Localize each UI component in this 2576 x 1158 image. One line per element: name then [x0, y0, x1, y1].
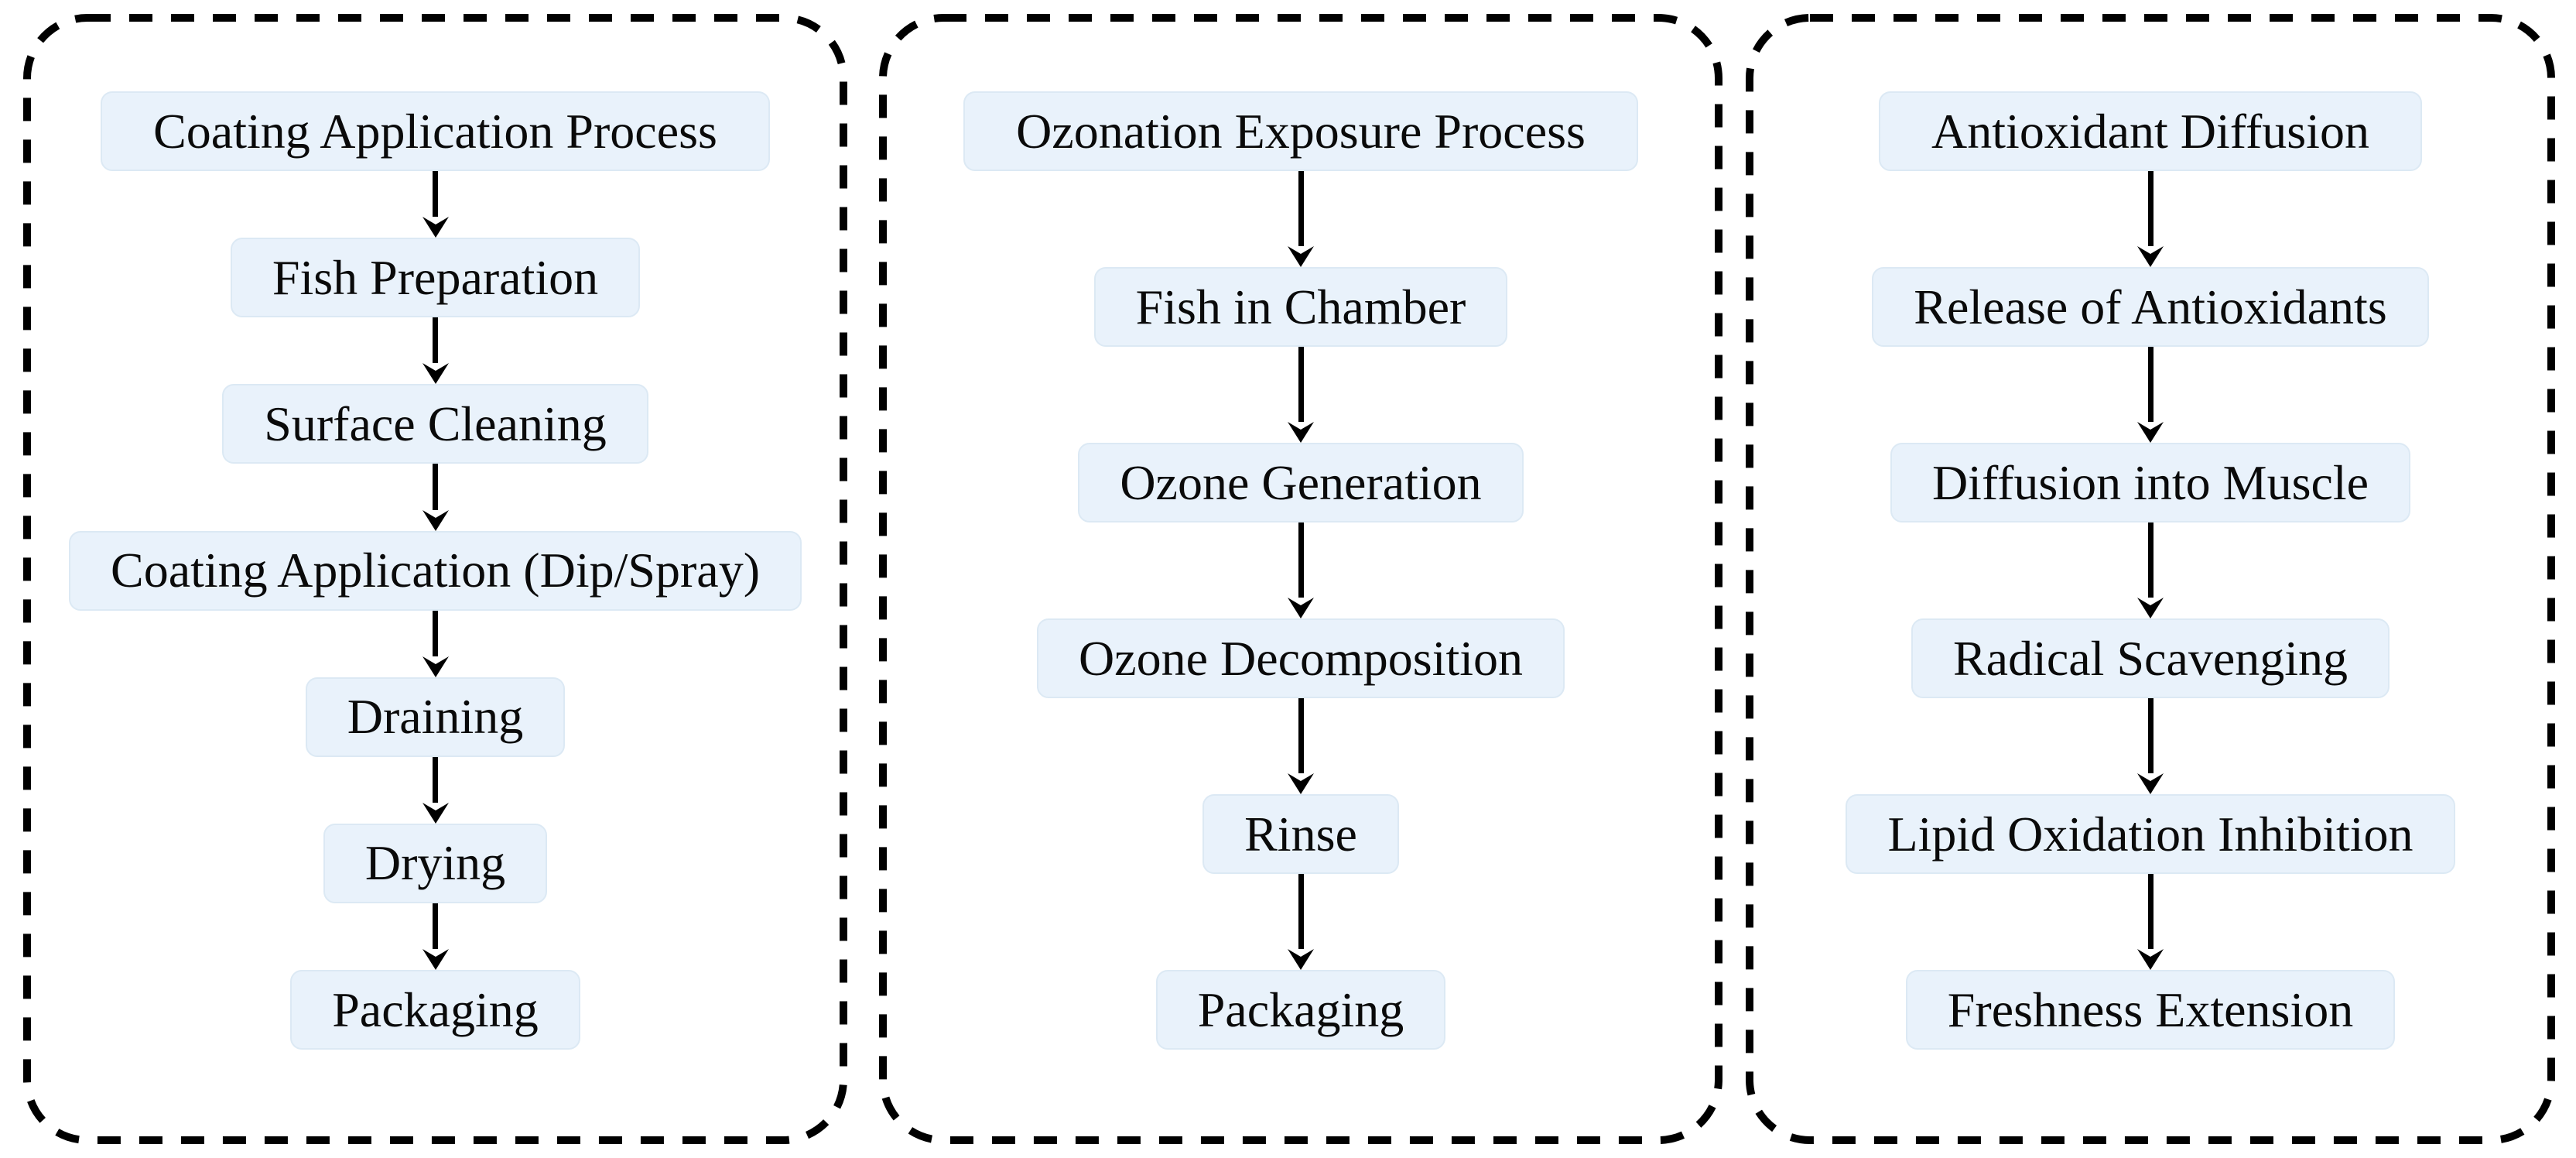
- arrow-head: [422, 802, 449, 824]
- down-arrow-icon: [2135, 874, 2166, 970]
- arrow-shaft: [2147, 522, 2154, 598]
- down-arrow-icon: [1285, 347, 1316, 443]
- down-arrow-icon: [2135, 698, 2166, 794]
- down-arrow-icon: [1285, 698, 1316, 794]
- flow-step-box: Packaging: [290, 970, 580, 1050]
- flow-title-box: Ozonation Exposure Process: [963, 91, 1638, 171]
- flow-step-box: Radical Scavenging: [1911, 618, 2390, 698]
- arrow-head: [422, 949, 449, 971]
- arrow-head: [1288, 598, 1314, 618]
- down-arrow-icon: [420, 756, 451, 824]
- arrow-head: [2137, 246, 2164, 267]
- flow-step-box: Release of Antioxidants: [1872, 267, 2429, 347]
- flow-step-box: Draining: [305, 677, 566, 757]
- arrow-shaft: [2147, 171, 2154, 246]
- flow-step-box: Lipid Oxidation Inhibition: [1846, 794, 2455, 874]
- flow-step-box: Fish Preparation: [230, 238, 641, 318]
- arrow-head: [1288, 773, 1314, 794]
- arrow-shaft: [433, 756, 438, 803]
- arrow-head: [1288, 246, 1314, 267]
- down-arrow-icon: [1285, 522, 1316, 618]
- arrow-head: [2137, 422, 2164, 443]
- flow-step-box: Surface Cleaning: [222, 384, 648, 464]
- arrow-head: [1288, 949, 1314, 970]
- flow-title-box: Antioxidant Diffusion: [1879, 91, 2422, 171]
- flow-step-box: Rinse: [1202, 794, 1399, 874]
- down-arrow-icon: [2135, 522, 2166, 618]
- flow-step-box: Ozone Generation: [1078, 443, 1524, 522]
- flow-step-box: Ozone Decomposition: [1036, 618, 1565, 698]
- down-arrow-icon: [420, 610, 451, 677]
- arrow-shaft: [433, 464, 438, 510]
- arrow-shaft: [1298, 347, 1304, 422]
- flow-step-box: Fish in Chamber: [1093, 267, 1508, 347]
- arrow-shaft: [433, 317, 438, 364]
- flow-step-box: Packaging: [1155, 970, 1446, 1050]
- arrow-shaft: [1298, 522, 1304, 598]
- panel-dashed-border: [23, 14, 847, 1144]
- down-arrow-icon: [1285, 874, 1316, 970]
- arrow-head: [1288, 422, 1314, 443]
- arrow-head: [2137, 598, 2164, 618]
- arrow-head: [422, 509, 449, 531]
- panel-dashed-border: [879, 14, 1722, 1144]
- down-arrow-icon: [420, 903, 451, 971]
- down-arrow-icon: [1285, 171, 1316, 267]
- down-arrow-icon: [420, 317, 451, 385]
- arrow-shaft: [433, 171, 438, 218]
- flow-step-box: Diffusion into Muscle: [1890, 443, 2411, 522]
- arrow-head: [422, 363, 449, 385]
- arrow-head: [2137, 773, 2164, 794]
- arrow-shaft: [2147, 874, 2154, 949]
- arrow-head: [422, 217, 449, 238]
- flow-step-box: Drying: [323, 823, 548, 903]
- arrow-head: [2137, 949, 2164, 970]
- down-arrow-icon: [2135, 171, 2166, 267]
- flow-step-box: Coating Application (Dip/Spray): [69, 530, 802, 611]
- arrow-shaft: [2147, 698, 2154, 773]
- arrow-shaft: [1298, 874, 1304, 949]
- panel-dashed-border: [1746, 14, 2555, 1144]
- flow-step-box: Freshness Extension: [1905, 970, 2396, 1050]
- arrow-shaft: [1298, 698, 1304, 773]
- down-arrow-icon: [420, 464, 451, 531]
- arrow-head: [422, 656, 449, 677]
- arrow-shaft: [1298, 171, 1304, 246]
- arrow-shaft: [433, 610, 438, 656]
- down-arrow-icon: [420, 171, 451, 238]
- down-arrow-icon: [2135, 347, 2166, 443]
- arrow-shaft: [433, 903, 438, 950]
- flow-title-box: Coating Application Process: [101, 91, 770, 171]
- arrow-shaft: [2147, 347, 2154, 422]
